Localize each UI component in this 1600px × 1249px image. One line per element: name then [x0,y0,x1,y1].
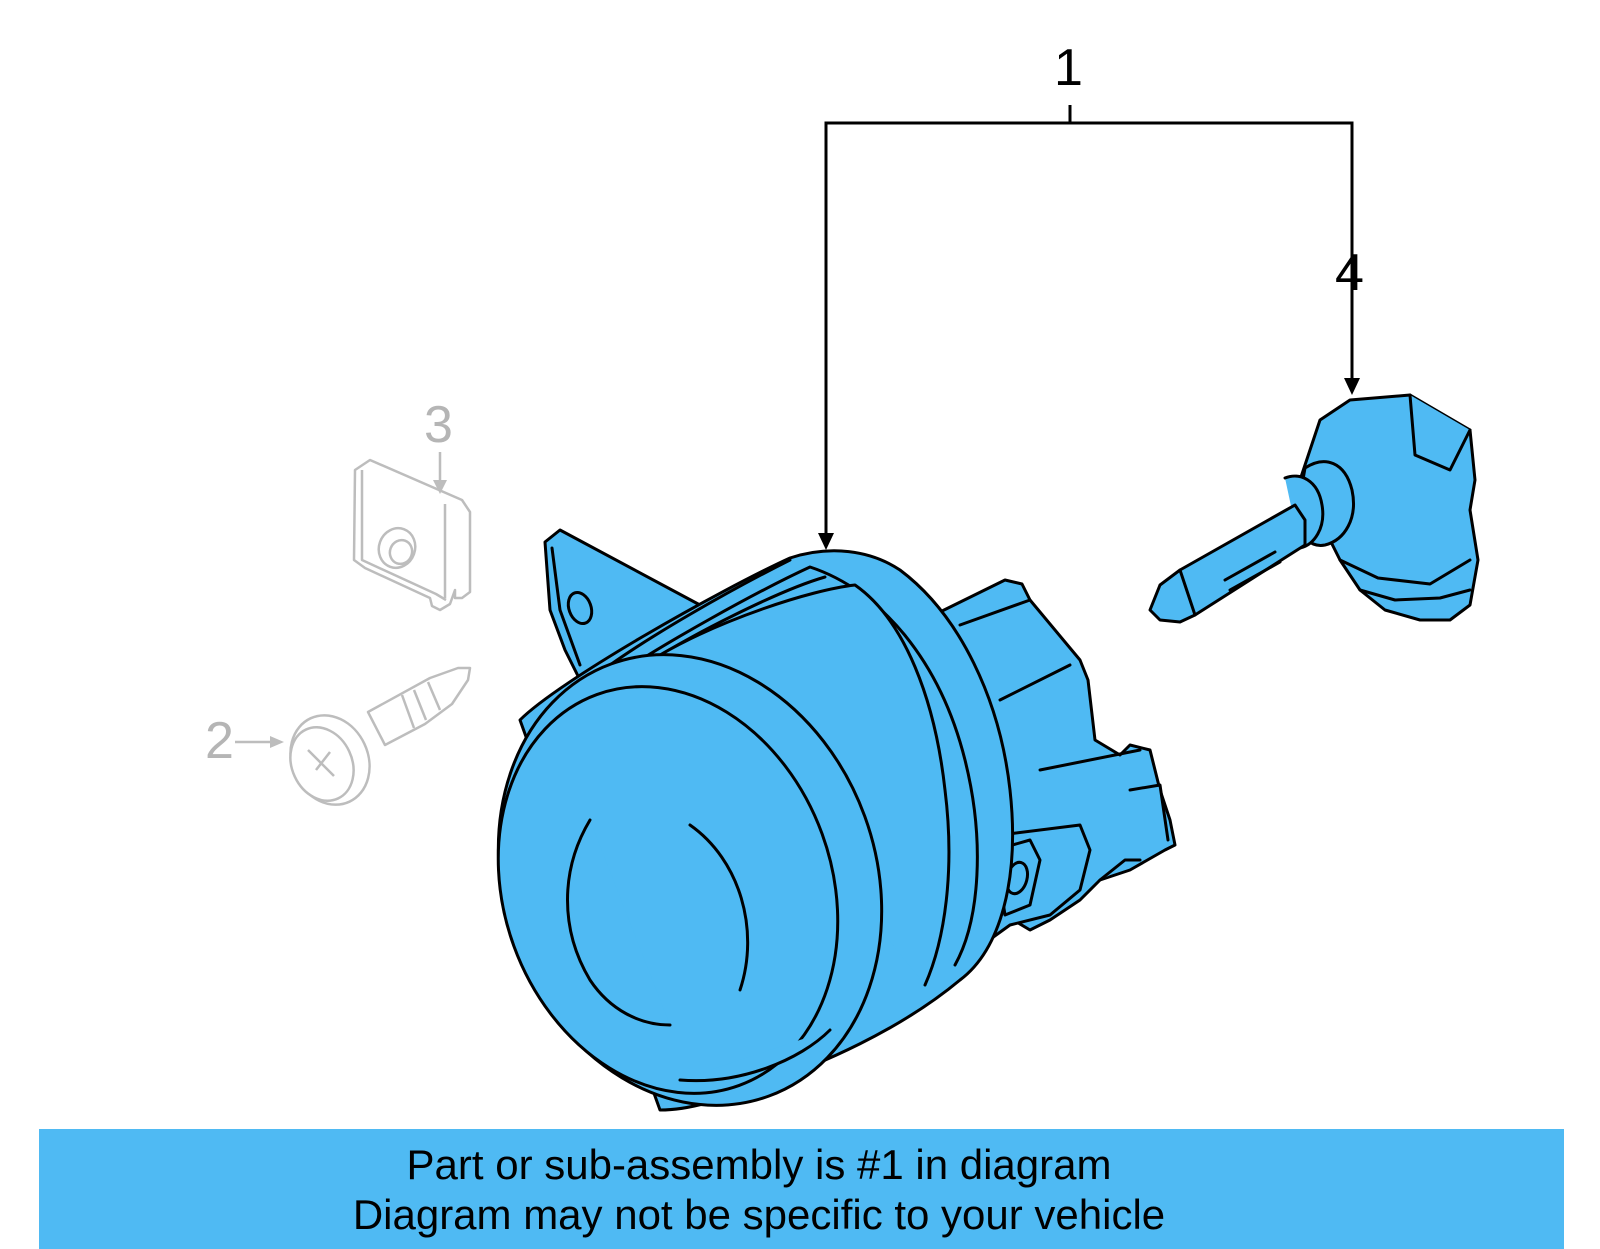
banner-line-1: Part or sub-assembly is #1 in diagram [406,1141,1112,1188]
callout-3-label: 3 [424,396,453,454]
callout-1-leader [824,105,1354,538]
ghost-screw-part [289,666,472,806]
callout-3-arrowhead [433,480,447,494]
callout-1-label: 1 [1054,39,1083,97]
bulb-part [1148,393,1480,624]
callout-2-label: 2 [205,712,234,770]
callout-4-arrowhead [1344,378,1360,395]
ghost-clip-part [352,458,472,612]
callout-1-arrowhead [818,533,834,550]
disclaimer-banner: Part or sub-assembly is #1 in diagram Di… [39,1129,1564,1249]
banner-line-2: Diagram may not be specific to your vehi… [352,1191,1166,1238]
callout-2-arrowhead [270,736,284,748]
fog-lamp-assembly [496,528,1177,1112]
callout-4-label: 4 [1335,244,1364,302]
